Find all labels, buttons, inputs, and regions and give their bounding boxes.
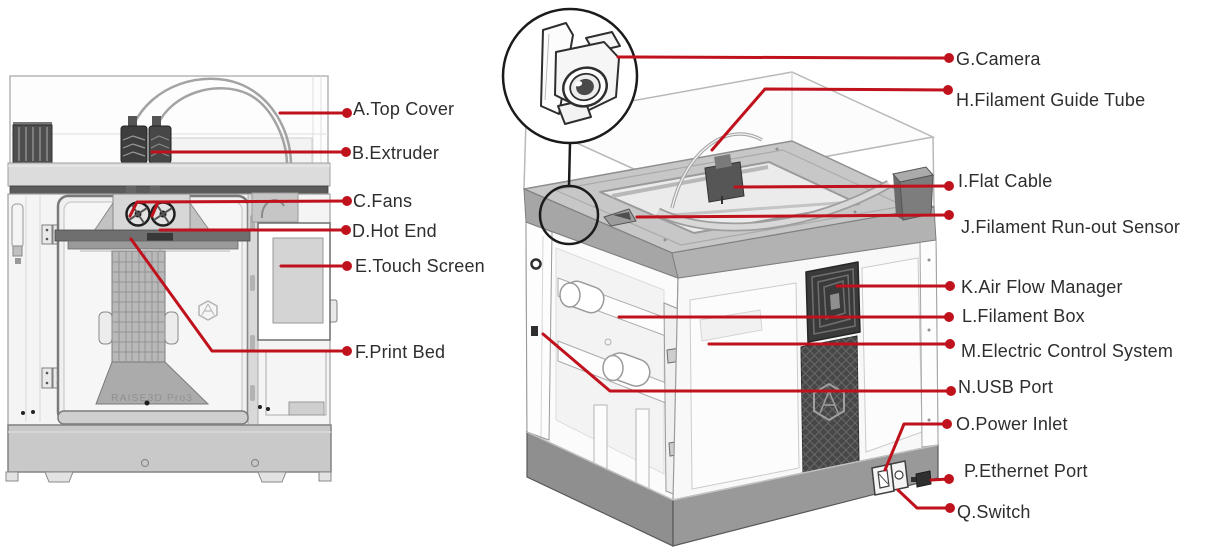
- leader-usb-port: [541, 332, 953, 393]
- camera-illustration: [540, 22, 621, 125]
- leader-dot-switch: [945, 503, 955, 513]
- isometric-printer: [523, 71, 939, 547]
- label-air-flow-manager: K.Air Flow Manager: [961, 277, 1123, 297]
- leader-lines: [128, 53, 956, 513]
- air-flow-manager-illustration: [805, 261, 861, 343]
- label-extruder: B.Extruder: [352, 143, 440, 163]
- front-left-wall: [525, 221, 684, 501]
- switch-illustration: [890, 460, 909, 491]
- label-touch-screen: E.Touch Screen: [355, 256, 485, 276]
- leader-dot-ethernet-port: [944, 474, 954, 484]
- gantry-extruder-block: [704, 154, 745, 204]
- touch-screen-illustration: [257, 222, 331, 341]
- extruder-illustration: [120, 116, 172, 164]
- leader-flat-cable: [733, 184, 951, 189]
- leader-dot-top-cover: [342, 108, 352, 118]
- label-ethernet-port: P.Ethernet Port: [964, 461, 1088, 481]
- camera-callout: [501, 7, 639, 246]
- machine-base: [526, 431, 939, 547]
- label-top-cover: A.Top Cover: [353, 99, 455, 119]
- spool-box-illustration: [12, 122, 53, 164]
- leader-switch: [896, 488, 952, 510]
- frame-band-right: [671, 206, 937, 279]
- label-filament-runout-sensor: J.Filament Run-out Sensor: [961, 217, 1181, 237]
- print-bed-illustration: RAISE3D Pro3: [67, 240, 239, 406]
- model-watermark: RAISE3D Pro3: [111, 392, 193, 404]
- ethernet-port-illustration: [911, 470, 932, 488]
- label-filament-box: L.Filament Box: [962, 306, 1085, 326]
- label-print-bed: F.Print Bed: [355, 342, 446, 362]
- flat-cable-illustration: [656, 180, 892, 232]
- top-frame: [523, 132, 937, 279]
- power-inlet-illustration: [871, 463, 895, 496]
- leader-power-inlet: [883, 422, 949, 472]
- label-camera: G.Camera: [956, 49, 1041, 69]
- hexagon-logo: [813, 382, 845, 422]
- pillar-hole: [530, 258, 542, 270]
- leader-fans-2: [150, 200, 160, 218]
- filament-guide-tube-illustration: [670, 132, 763, 209]
- vent-grid-panel: [800, 335, 860, 475]
- leader-dot-filament-runout-sensor: [944, 210, 954, 220]
- left-pillar: [525, 221, 553, 441]
- electric-control-system-illustration: [689, 282, 800, 490]
- leader-dot-air-flow-manager: [945, 281, 955, 291]
- leader-print-bed: [129, 237, 349, 353]
- leader-camera: [616, 55, 951, 60]
- filament-runout-sensor-illustration: [603, 208, 637, 227]
- front-right-wall: [672, 239, 939, 501]
- leader-dot-touch-screen: [342, 261, 352, 271]
- leader-filament-runout-sensor: [635, 213, 951, 219]
- leader-dot-print-bed: [342, 346, 352, 356]
- leader-dot-flat-cable: [944, 181, 954, 191]
- leader-dot-hot-end: [341, 225, 351, 235]
- label-hot-end: D.Hot End: [352, 221, 437, 241]
- leader-dot-camera: [944, 53, 954, 63]
- leader-filament-guide-tube: [710, 87, 950, 152]
- filament-box-illustration: [557, 277, 667, 490]
- label-power-inlet: O.Power Inlet: [956, 414, 1068, 434]
- label-electric-control-system: M.Electric Control System: [961, 341, 1174, 361]
- label-filament-guide-tube: H.Filament Guide Tube: [956, 90, 1146, 110]
- label-switch: Q.Switch: [957, 502, 1031, 522]
- leader-dot-fans: [342, 196, 352, 206]
- front-view-printer: RAISE3D Pro3: [5, 75, 338, 483]
- leader-fans: [128, 199, 349, 218]
- leader-dot-filament-guide-tube: [943, 85, 953, 95]
- leader-dot-filament-box: [944, 312, 954, 322]
- hexagon-logo: [198, 300, 218, 321]
- label-fans: C.Fans: [353, 191, 413, 211]
- leader-dot-power-inlet: [942, 419, 952, 429]
- usb-port-illustration: [531, 326, 538, 336]
- leader-dot-electric-control-system: [945, 339, 955, 349]
- leader-dot-usb-port: [946, 386, 956, 396]
- top-band: [7, 162, 331, 195]
- front-base: [5, 405, 332, 483]
- label-usb-port: N.USB Port: [958, 377, 1054, 397]
- filament-tubes-illustration: [131, 77, 293, 164]
- leader-dot-extruder: [341, 147, 351, 157]
- corner-cap: [892, 166, 934, 221]
- label-flat-cable: I.Flat Cable: [958, 171, 1053, 191]
